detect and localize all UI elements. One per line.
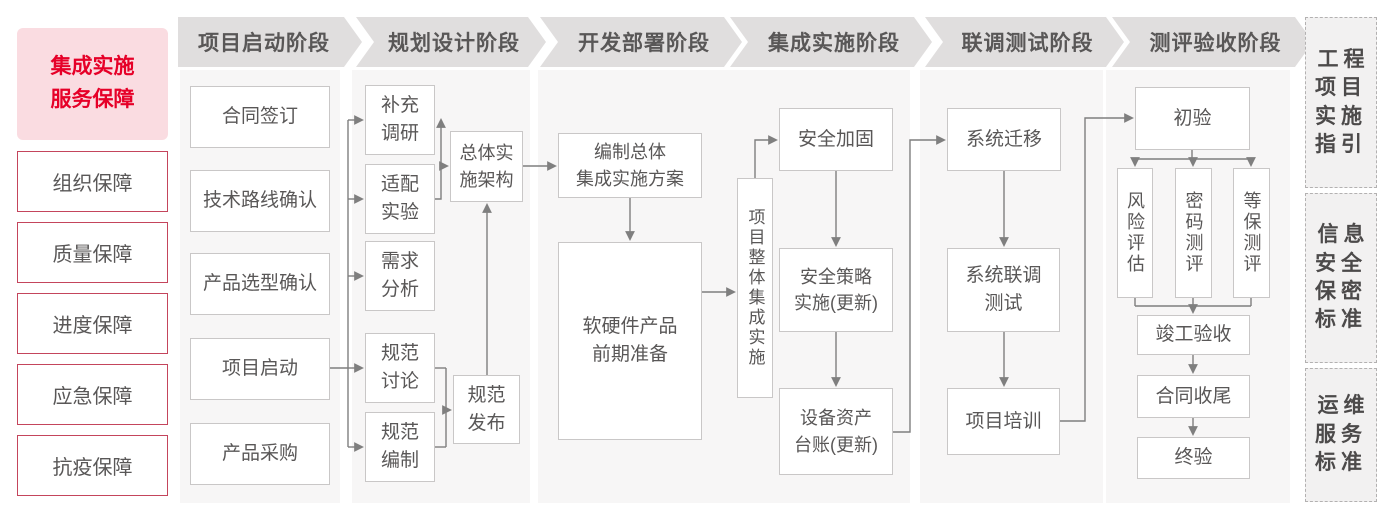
phase-header-develop-deploy: 开发部署阶段 (540, 17, 742, 67)
sidebar-item-schedule-guarantee: 进度保障 (17, 293, 168, 354)
node-risk-assessment: 风险评估 (1125, 191, 1145, 275)
node-system-migration: 系统迁移 (947, 108, 1061, 171)
node-initial-acceptance: 初验 (1135, 87, 1250, 150)
phase-header-planning-design: 规划设计阶段 (356, 17, 546, 67)
node-contract-signing: 合同签订 (190, 86, 330, 148)
node-security-hardening: 安全加固 (779, 108, 893, 171)
node-overall-integration-plan: 编制总体 集成实施方案 (558, 133, 702, 198)
phase-header-joint-testing: 联调测试阶段 (925, 17, 1124, 67)
node-supplementary-research: 补充 调研 (365, 85, 435, 155)
phase-header-project-kickoff: 项目启动阶段 (178, 17, 362, 67)
node-security-policy-impl: 安全策略 实施(更新) (779, 248, 893, 332)
node-contract-closure: 合同收尾 (1137, 375, 1250, 418)
phase-header-integration-impl: 集成实施阶段 (730, 17, 932, 67)
node-project-training: 项目培训 (947, 388, 1060, 455)
node-project-kickoff: 项目启动 (190, 338, 330, 400)
standard-box-engineering-project-guide: 工程 项目 实施 指引 (1305, 17, 1377, 188)
node-requirement-analysis: 需求 分析 (365, 241, 435, 311)
node-product-selection-confirm: 产品选型确认 (190, 253, 330, 315)
standard-box-info-security-confidentiality: 信息 安全 保密 标准 (1305, 193, 1377, 363)
node-classified-protection-evaluation: 等保测评 (1241, 191, 1262, 275)
node-adaptation-test: 适配 实验 (365, 164, 435, 234)
node-spec-release: 规范 发布 (453, 375, 520, 444)
node-hw-sw-preparation: 软硬件产品 前期准备 (558, 242, 702, 440)
sidebar-item-quality-guarantee: 质量保障 (17, 222, 168, 283)
sidebar-item-organization-guarantee: 组织保障 (17, 151, 168, 212)
node-overall-impl-architecture: 总体实 施架构 (450, 131, 523, 202)
sidebar-title: 集成实施 服务保障 (17, 28, 168, 140)
node-spec-discussion: 规范 讨论 (365, 333, 435, 403)
node-completion-acceptance: 竣工验收 (1137, 315, 1250, 355)
node-joint-commissioning-test: 系统联调 测试 (947, 248, 1060, 332)
node-product-procurement: 产品采购 (190, 423, 330, 485)
node-tech-route-confirm: 技术路线确认 (190, 170, 330, 232)
phase-header-evaluation-acceptance: 测评验收阶段 (1112, 17, 1313, 67)
standard-box-ops-service-standard: 运维 服务 标准 (1305, 368, 1377, 502)
sidebar-item-emergency-guarantee: 应急保障 (17, 364, 168, 425)
node-asset-ledger-update: 设备资产 台账(更新) (779, 388, 893, 475)
node-overall-integration-impl: 项目整体集成实施 (745, 208, 765, 368)
sidebar-item-epidemic-guarantee: 抗疫保障 (17, 435, 168, 496)
node-crypto-evaluation: 密码测评 (1183, 191, 1204, 275)
node-spec-drafting: 规范 编制 (365, 412, 435, 482)
node-final-acceptance: 终验 (1137, 437, 1250, 479)
